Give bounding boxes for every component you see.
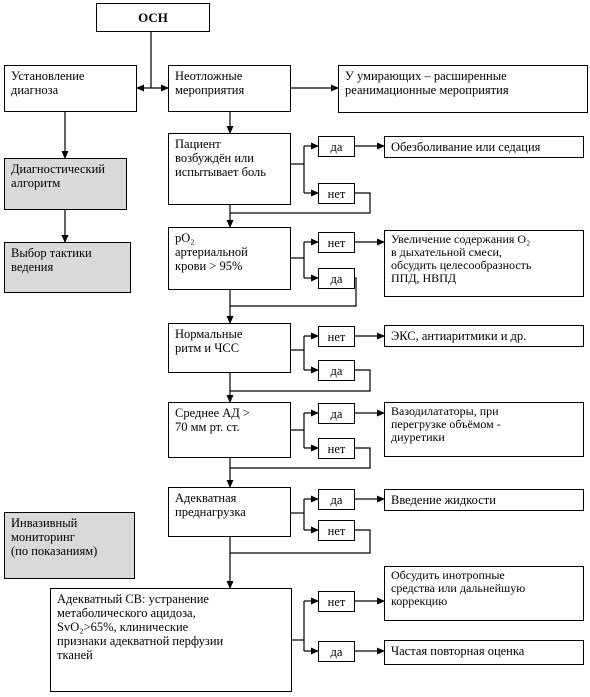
tag-no-bp: нет: [318, 438, 355, 459]
rhythm-decision-box: Нормальные ритм и ЧСС: [168, 323, 291, 373]
po2-decision-box: pO₂ артериальной крови > 95%: [168, 227, 291, 290]
oxygen-box: Увеличение содержания O₂ в дыхательной с…: [384, 230, 584, 297]
tag-no-rhythm: нет: [318, 326, 355, 347]
tag-yes-final: да: [318, 641, 355, 662]
final-box: Адекватный СВ: устранение метаболическог…: [50, 588, 292, 692]
tag-no-preload: нет: [318, 520, 355, 541]
top-box-osn: ОСН: [96, 3, 210, 32]
reassess-box: Частая повторная оценка: [384, 640, 584, 665]
tactics-box: Выбор тактики ведения: [4, 242, 131, 293]
tag-no-excited: нет: [318, 183, 355, 204]
algorithm-box: Диагностический алгоритм: [4, 158, 127, 210]
fluids-box: Введение жидкости: [384, 489, 584, 511]
excited-decision-box: Пациент возбуждён или испытывает боль: [168, 133, 291, 205]
tag-yes-rhythm: да: [318, 360, 355, 381]
dying-box: У умирающих – расширенные реанимационные…: [338, 65, 588, 113]
tag-yes-po2: да: [318, 268, 355, 289]
diagnosis-box: Установление диагноза: [4, 65, 137, 112]
tag-yes-preload: да: [318, 489, 355, 510]
analgesia-box: Обезболивание или седация: [384, 136, 584, 158]
tag-yes-bp: да: [318, 403, 355, 424]
monitoring-box: Инвазивный мониторинг (по показаниям): [4, 512, 135, 579]
urgent-measures-box: Неотложные мероприятия: [168, 65, 291, 112]
tag-no-po2: нет: [318, 232, 355, 253]
preload-decision-box: Адекватная преднагрузка: [168, 487, 291, 537]
inotropes-box: Обсудить инотропные средства или дальней…: [384, 566, 584, 621]
pacing-box: ЭКС, антиаритмики и др.: [384, 325, 584, 347]
tag-yes-excited: да: [318, 136, 355, 157]
vasodilators-box: Вазодилататоры, при перегрузке объёмом -…: [384, 402, 584, 457]
bp-decision-box: Среднее АД > 70 мм рт. ст.: [168, 402, 291, 458]
tag-no-final: нет: [318, 591, 355, 612]
